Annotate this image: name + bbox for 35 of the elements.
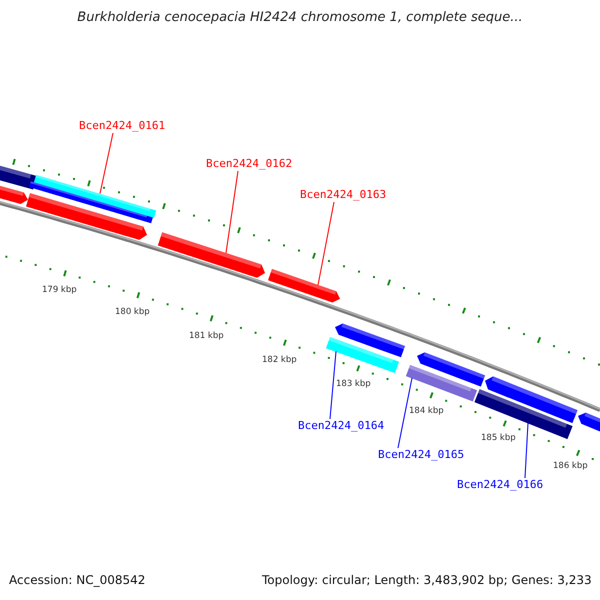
gene-label: Bcen2424_0163 <box>300 188 386 201</box>
footer-text: Topology: circular; Length: 3,483,902 bp; Genes: 3,233 <box>262 573 592 587</box>
gene-label: Bcen2424_0166 <box>457 478 544 491</box>
footer-text: Accession: NC_008542 <box>9 573 146 587</box>
leader-line <box>398 378 412 448</box>
leader-line <box>100 132 114 194</box>
scale-label: 183 kbp <box>336 379 371 389</box>
gene-block <box>26 193 148 240</box>
gene-block <box>335 324 406 358</box>
gene-block <box>0 184 28 204</box>
gene-label: Bcen2424_0161 <box>79 119 166 132</box>
leader-line <box>524 422 528 478</box>
gene-bar <box>0 164 37 190</box>
scale-label: 184 kbp <box>409 406 444 416</box>
map-title: Burkholderia cenocepacia HI2424 chromosome 1, complete seque... <box>76 10 524 25</box>
scale-label: 180 kbp <box>115 307 150 317</box>
gene-label: Bcen2424_0165 <box>378 448 464 461</box>
gene-bar <box>29 181 153 224</box>
gene-block <box>158 232 266 278</box>
scale-label: 186 kbp <box>553 461 588 471</box>
leader-line <box>318 202 334 286</box>
scale-label: 179 kbp <box>42 285 77 295</box>
scale-label: 182 kbp <box>262 355 297 365</box>
leader-line <box>226 170 238 254</box>
gene-bar <box>34 174 156 218</box>
gene-block <box>268 268 340 303</box>
gene-label: Bcen2424_0164 <box>298 419 384 432</box>
gene-label: Bcen2424_0162 <box>206 157 292 170</box>
gene-bar <box>406 364 478 402</box>
gene-block <box>485 376 578 424</box>
gene-bar <box>326 336 399 374</box>
gene-block <box>417 352 486 387</box>
scale-label: 185 kbp <box>481 433 516 443</box>
scale-label: 181 kbp <box>189 331 224 341</box>
leader-line <box>330 350 336 420</box>
